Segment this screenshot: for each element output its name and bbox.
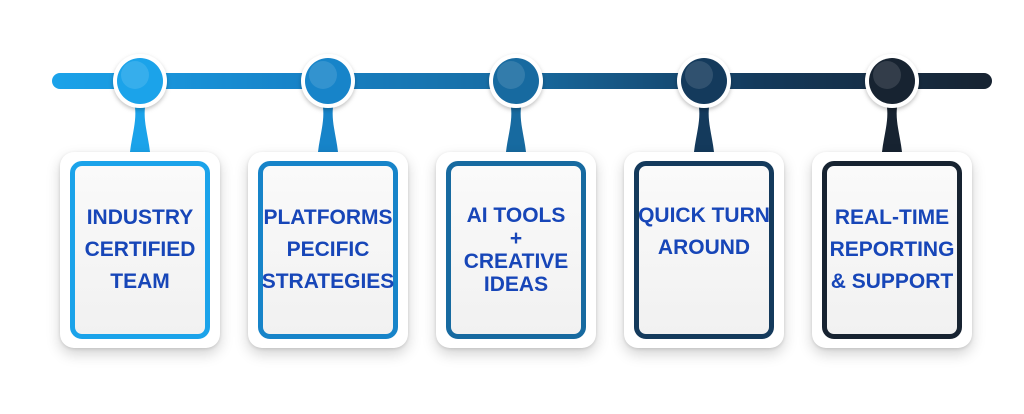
node-highlight	[685, 61, 713, 89]
timeline-node	[117, 58, 163, 104]
step-card-platform-specific-strategies: PLATFORMS PECIFIC STRATEGIES	[248, 152, 408, 348]
step-title-line: STRATEGIES	[261, 270, 395, 293]
node-connector	[130, 102, 150, 152]
step-title-line: & SUPPORT	[830, 270, 954, 293]
timeline-node	[305, 58, 351, 104]
node-highlight	[121, 61, 149, 89]
step-title-line: TEAM	[110, 270, 170, 293]
timeline-node	[493, 58, 539, 104]
step-title-line: AI TOOLS	[466, 204, 566, 227]
node-connector	[694, 102, 714, 152]
step-title-line: REPORTING	[829, 238, 955, 261]
step-title-line: IDEAS	[483, 273, 549, 296]
step-card-frame: REAL-TIME REPORTING & SUPPORT	[822, 161, 962, 339]
step-title-line: INDUSTRY	[86, 206, 194, 229]
node-connector	[882, 102, 902, 152]
step-card-frame: QUICK TURN AROUND	[634, 161, 774, 339]
node-highlight	[497, 61, 525, 89]
node-connector	[506, 102, 526, 152]
step-title-line: CREATIVE	[463, 250, 569, 273]
step-card-frame: PLATFORMS PECIFIC STRATEGIES	[258, 161, 398, 339]
step-title-line: PECIFIC	[286, 238, 370, 261]
node-highlight	[309, 61, 337, 89]
step-title-line: AROUND	[657, 236, 751, 259]
step-title-line: CERTIFIED	[84, 238, 196, 261]
step-card-industry-certified-team: INDUSTRY CERTIFIED TEAM	[60, 152, 220, 348]
timeline-node	[869, 58, 915, 104]
node-highlight	[873, 61, 901, 89]
node-connector	[318, 102, 338, 152]
step-card-quick-turnaround: QUICK TURN AROUND	[624, 152, 784, 348]
step-title-line: +	[509, 227, 523, 250]
step-title-line: QUICK TURN	[638, 204, 770, 227]
step-card-real-time-reporting-support: REAL-TIME REPORTING & SUPPORT	[812, 152, 972, 348]
step-card-ai-tools-creative-ideas: AI TOOLS + CREATIVE IDEAS	[436, 152, 596, 348]
step-title-line: PLATFORMS	[263, 206, 393, 229]
step-card-frame: INDUSTRY CERTIFIED TEAM	[70, 161, 210, 339]
timeline-node	[681, 58, 727, 104]
step-title-line: REAL-TIME	[834, 206, 950, 229]
step-card-frame: AI TOOLS + CREATIVE IDEAS	[446, 161, 586, 339]
